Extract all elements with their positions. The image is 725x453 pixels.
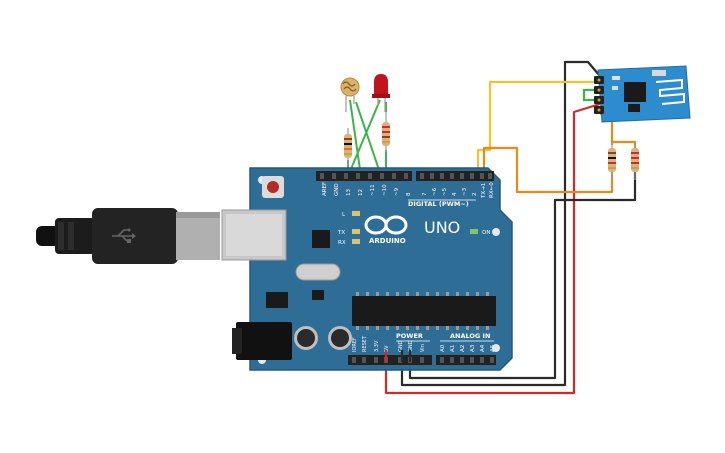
wire-5v-red[interactable] xyxy=(384,102,601,395)
svg-text:8: 8 xyxy=(406,192,412,196)
board-model: UNO xyxy=(424,218,460,237)
svg-text:L: L xyxy=(342,212,346,218)
svg-text:A2: A2 xyxy=(460,345,466,352)
reset-button[interactable] xyxy=(262,176,284,198)
power-jack xyxy=(236,322,292,360)
led-icon[interactable] xyxy=(372,74,390,112)
svg-text:A3: A3 xyxy=(470,344,476,352)
atmega-chip xyxy=(352,292,496,330)
power-pin-labels: IOREF RESET 3.3V 5V GND GND Vin xyxy=(352,335,426,352)
svg-text:RX←0: RX←0 xyxy=(489,182,495,198)
svg-text:2: 2 xyxy=(472,193,478,197)
digital-header-label: DIGITAL (PWM~) xyxy=(408,200,469,208)
svg-text:3.3V: 3.3V xyxy=(374,340,380,352)
svg-text:RESET: RESET xyxy=(362,335,368,352)
wire-divider-orange[interactable] xyxy=(612,140,637,148)
svg-text:GND: GND xyxy=(334,183,340,196)
resistor-divider-1[interactable] xyxy=(608,142,616,180)
analog-header xyxy=(436,355,496,365)
svg-text:~9: ~9 xyxy=(394,187,400,196)
svg-text:7: 7 xyxy=(422,192,428,196)
svg-text:13: 13 xyxy=(346,189,352,196)
svg-text:A1: A1 xyxy=(450,345,456,352)
photoresistor-icon[interactable] xyxy=(340,77,360,112)
usb-cable[interactable] xyxy=(36,208,220,264)
arduino-uno-board[interactable]: AREF GND 13 12 ~11 ~10 ~9 8 7 ~6 ~5 4 ~3… xyxy=(221,167,513,371)
onboard-leds: L TX RX ON xyxy=(337,211,490,246)
wire-led-green[interactable] xyxy=(347,99,381,177)
svg-text:IOREF: IOREF xyxy=(352,337,358,352)
svg-text:~11: ~11 xyxy=(370,184,376,196)
svg-text:ON: ON xyxy=(482,230,490,236)
resistor-led[interactable] xyxy=(382,112,390,152)
digital-header-right xyxy=(416,171,494,181)
svg-text:~3: ~3 xyxy=(462,187,468,196)
power-label: POWER xyxy=(396,332,423,340)
usb-plug-icon xyxy=(112,228,136,243)
resistor-ldr[interactable] xyxy=(344,128,352,166)
svg-text:A4: A4 xyxy=(480,344,486,352)
arduino-logo: ARDUINO xyxy=(364,215,408,245)
wire-tx-yellow[interactable] xyxy=(476,80,600,176)
esp8266-module-icon[interactable] xyxy=(594,65,691,123)
power-header xyxy=(348,355,432,365)
svg-text:~10: ~10 xyxy=(382,184,388,196)
wire-gnd-black-2[interactable] xyxy=(408,172,637,380)
wire-gnd-black-1[interactable] xyxy=(400,60,606,387)
digital-header-left xyxy=(316,171,412,181)
usb-chip xyxy=(312,230,330,248)
capacitor xyxy=(294,326,352,350)
wire-rx-orange-1[interactable] xyxy=(482,146,614,194)
svg-text:~5: ~5 xyxy=(442,187,448,196)
digital-pin-labels: AREF GND 13 12 ~11 ~10 ~9 8 7 ~6 ~5 4 ~3… xyxy=(322,182,495,199)
svg-text:4: 4 xyxy=(452,192,458,196)
svg-text:A0: A0 xyxy=(440,344,446,352)
svg-text:TX: TX xyxy=(337,230,345,236)
svg-text:GND: GND xyxy=(398,340,404,352)
svg-text:ARDUINO: ARDUINO xyxy=(369,237,406,245)
svg-text:~6: ~6 xyxy=(432,187,438,196)
crystal-oscillator xyxy=(295,263,341,281)
wire-esp-green-1[interactable] xyxy=(582,88,596,102)
svg-text:5V: 5V xyxy=(384,345,390,352)
svg-text:12: 12 xyxy=(358,189,364,196)
svg-text:TX→1: TX→1 xyxy=(481,183,487,199)
svg-text:A5: A5 xyxy=(490,344,496,352)
svg-text:RX: RX xyxy=(338,240,346,246)
svg-text:AREF: AREF xyxy=(322,182,328,196)
svg-text:Vin: Vin xyxy=(420,344,426,352)
resistor-divider-2[interactable] xyxy=(631,144,639,180)
svg-text:GND: GND xyxy=(408,340,414,352)
analog-label: ANALOG IN xyxy=(450,332,490,340)
analog-pin-labels: A0 A1 A2 A3 A4 A5 xyxy=(440,344,496,352)
